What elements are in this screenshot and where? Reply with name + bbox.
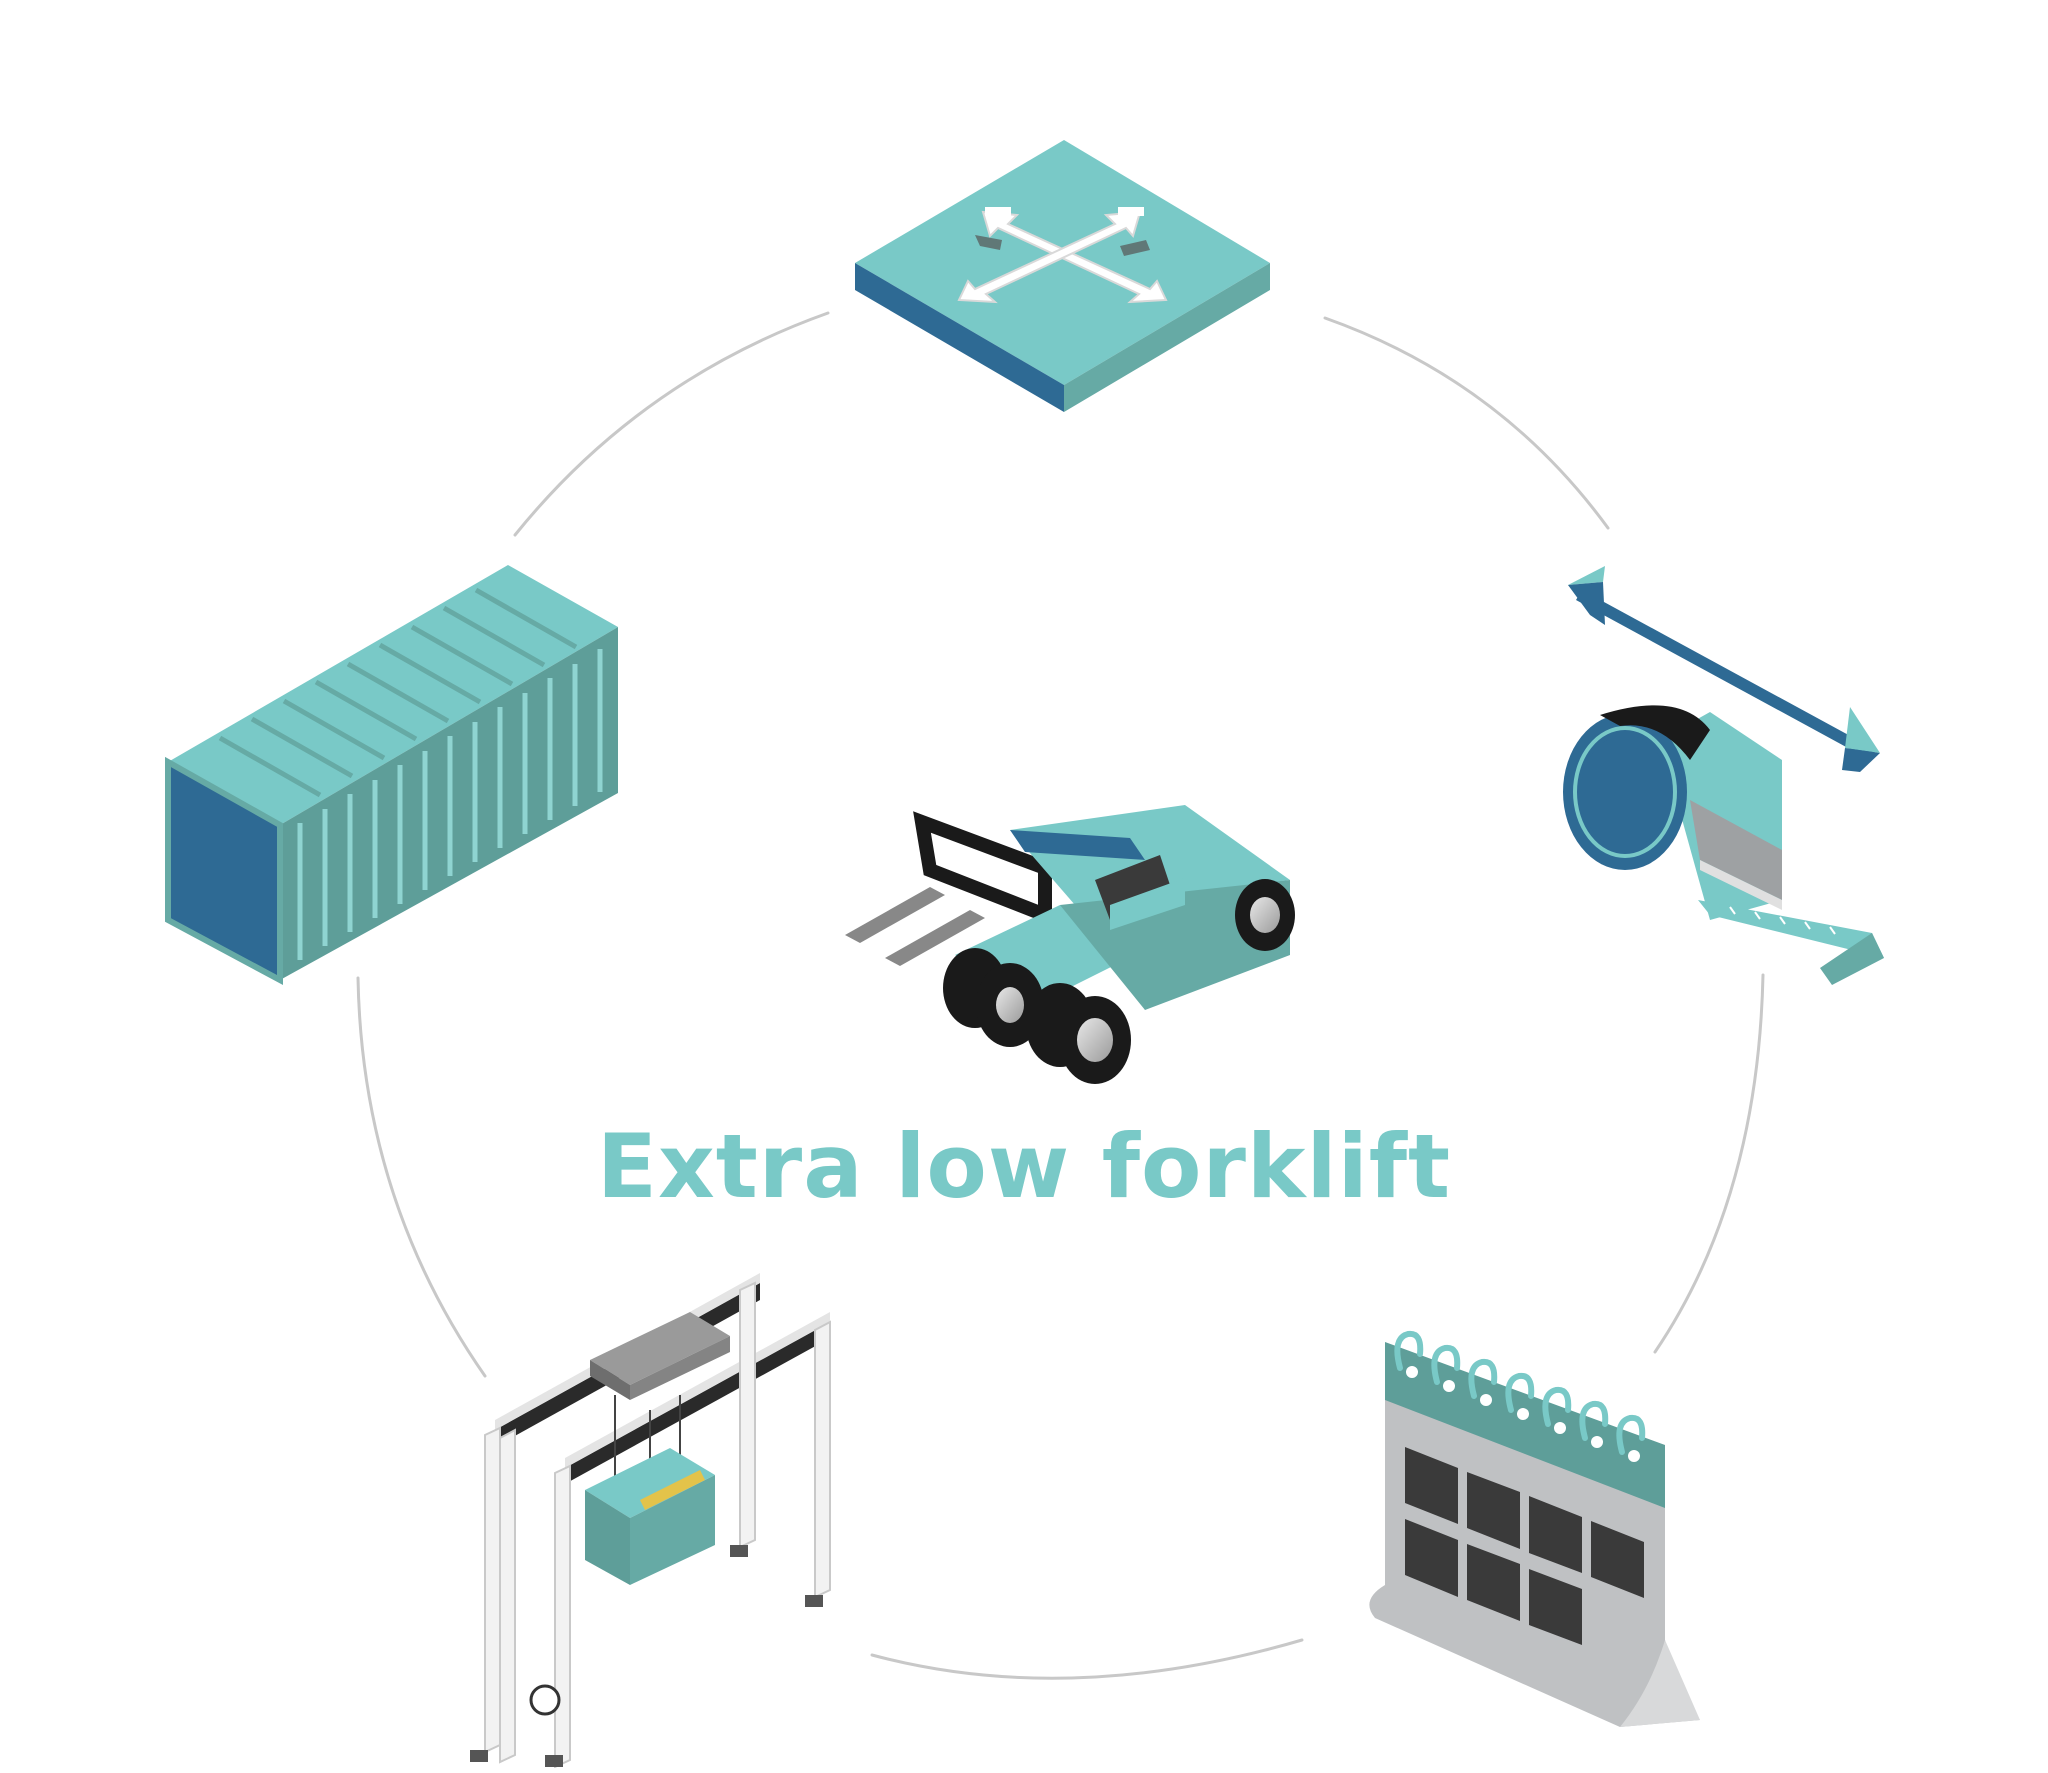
ring-arc-top-left [513,311,830,537]
flatrack-platform-icon [855,140,1270,412]
ring-arcs [356,311,1765,1680]
double-arrow-icon [1568,566,1880,772]
center-title: Extra low forklift [596,1115,1452,1218]
ring-arc-left [356,976,487,1378]
wheel [943,879,1295,1084]
shipping-container-icon [165,565,618,986]
calendar-icon [1369,1330,1700,1727]
gantry-crane-icon [470,1273,831,1769]
measuring-tape-icon [1563,566,1884,985]
ring-arc-bottom [870,1638,1304,1680]
ring-arc-top-right [1323,316,1610,530]
ring-arc-right [1653,973,1765,1354]
reach-stacker-icon [845,805,1295,1084]
